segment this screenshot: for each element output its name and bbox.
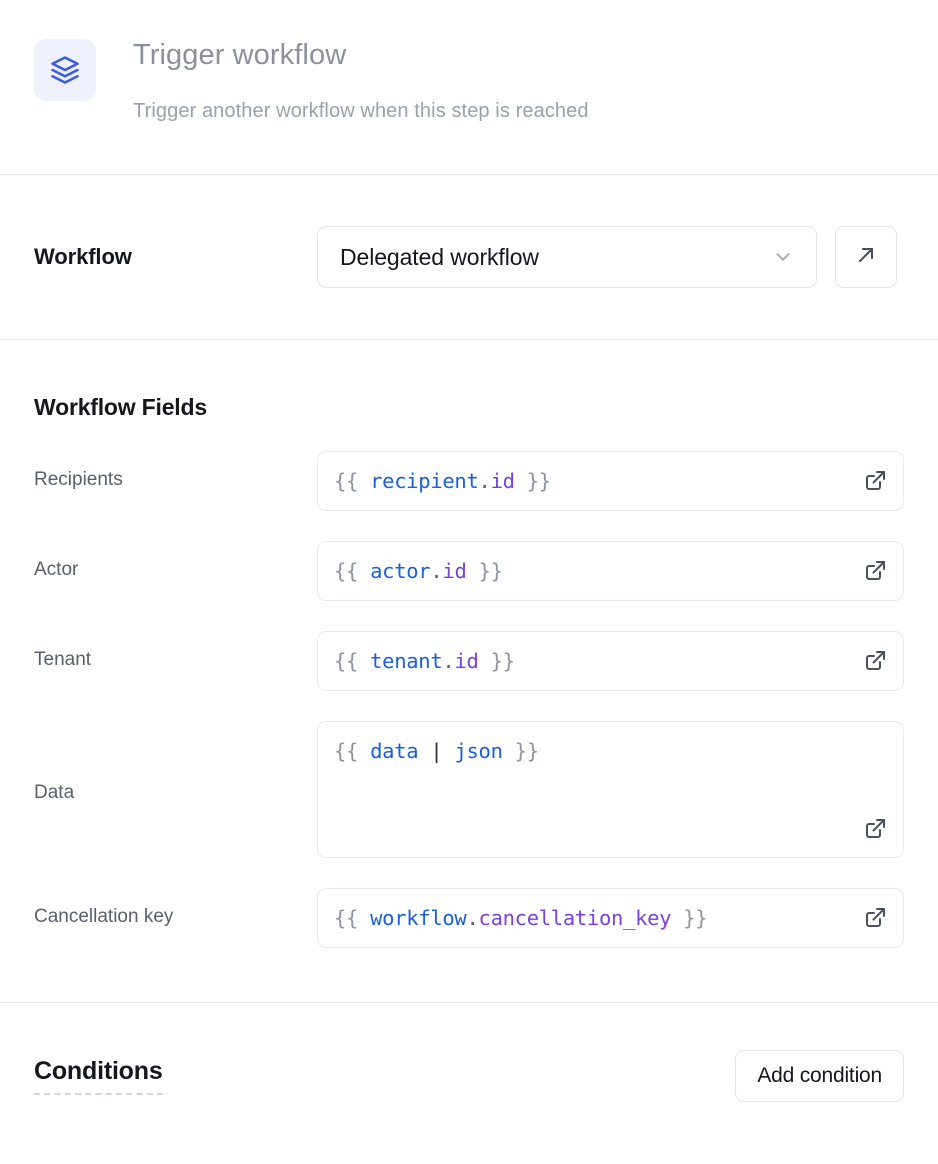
workflow-select[interactable]: Delegated workflow (317, 226, 817, 288)
external-link-icon[interactable] (863, 469, 887, 493)
field-value-text: {{ tenant.id }} (334, 649, 515, 673)
fields-container: Recipients {{ recipient.id }} Actor {{ acto… (34, 451, 904, 948)
field-value-text: {{ workflow.cancellation_key }} (334, 906, 708, 930)
arrow-up-right-icon (854, 243, 878, 272)
workflow-select-wrapper: Delegated workflow (317, 226, 817, 288)
field-row: Recipients {{ recipient.id }} (34, 451, 904, 511)
field-row: Tenant {{ tenant.id }} (34, 631, 904, 691)
workflow-fields-section: Workflow Fields Recipients {{ recipient.i… (0, 394, 938, 948)
panel-header: Trigger workflow Trigger another workflo… (0, 0, 938, 174)
conditions-section: Conditions Add condition (0, 1003, 938, 1149)
header-divider (0, 174, 938, 175)
field-value-text: {{ actor.id }} (334, 559, 503, 583)
external-link-icon[interactable] (863, 649, 887, 673)
page-subtitle: Trigger another workflow when this step … (133, 100, 589, 122)
field-row: Actor {{ actor.id }} (34, 541, 904, 601)
field-row: Cancellation key {{ workflow.cancellation… (34, 888, 904, 948)
conditions-title: Conditions (34, 1057, 163, 1095)
header-text-group: Trigger workflow Trigger another workflo… (133, 34, 589, 126)
workflow-label-column: Workflow (34, 244, 317, 270)
field-label: Cancellation key (34, 906, 174, 927)
layers-icon (34, 39, 96, 101)
external-link-icon[interactable] (863, 559, 887, 583)
external-link-icon[interactable] (863, 817, 887, 841)
field-row: Data {{ data | json }} (34, 721, 904, 858)
field-value-input[interactable]: {{ workflow.cancellation_key }} (317, 888, 904, 948)
open-workflow-button[interactable] (835, 226, 897, 288)
workflow-select-row: Workflow Delegated workflow (0, 175, 938, 339)
field-label: Tenant (34, 649, 92, 670)
external-link-icon[interactable] (863, 906, 887, 930)
workflow-section-divider (0, 339, 938, 340)
field-label: Data (34, 782, 75, 803)
field-value-text: {{ data | json }} (334, 739, 539, 763)
workflow-fields-heading: Workflow Fields (34, 394, 207, 420)
add-condition-button[interactable]: Add condition (735, 1050, 904, 1102)
field-value-input[interactable]: {{ recipient.id }} (317, 451, 904, 511)
field-label: Actor (34, 559, 79, 580)
chevron-down-icon (772, 246, 794, 268)
field-value-input[interactable]: {{ data | json }} (317, 721, 904, 858)
fields-section-divider (0, 1002, 938, 1003)
field-label: Recipients (34, 469, 123, 490)
workflow-select-value: Delegated workflow (340, 243, 539, 270)
field-value-input[interactable]: {{ tenant.id }} (317, 631, 904, 691)
page-title: Trigger workflow (133, 39, 347, 71)
workflow-label: Workflow (34, 244, 132, 269)
field-value-text: {{ recipient.id }} (334, 469, 551, 493)
field-value-input[interactable]: {{ actor.id }} (317, 541, 904, 601)
